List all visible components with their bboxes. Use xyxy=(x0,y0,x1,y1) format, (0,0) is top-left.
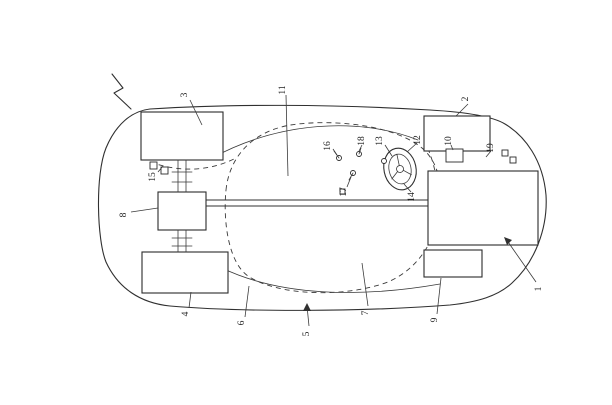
ref-numeral-19: 19 xyxy=(486,143,496,153)
leader-line-11 xyxy=(286,95,288,176)
ref-numeral-4: 4 xyxy=(181,311,191,316)
gearbox-unit xyxy=(158,192,206,230)
margin-squiggle xyxy=(112,74,131,109)
leader-line-6 xyxy=(245,286,249,317)
door-sensor-a xyxy=(502,150,508,156)
ref-numeral-17: 17 xyxy=(339,187,349,197)
small-connector-b xyxy=(161,167,168,174)
leader-line-16 xyxy=(333,149,337,155)
ref-numeral-18: 18 xyxy=(357,136,367,146)
leader-line-17 xyxy=(347,177,351,187)
wiring-harness-upper xyxy=(212,126,418,158)
leader-line-2 xyxy=(456,104,468,116)
ref-numeral-6: 6 xyxy=(237,320,247,325)
ref-numeral-16: 16 xyxy=(323,141,333,151)
steering-wheel-rim-inner xyxy=(386,152,414,186)
leader-line-7 xyxy=(362,263,368,306)
steering-wheel xyxy=(380,145,420,193)
ref-numeral-2: 2 xyxy=(461,96,471,101)
leader-line-14 xyxy=(404,184,411,192)
engine-block xyxy=(428,171,538,245)
steering-spoke-top xyxy=(397,154,399,165)
ref-numeral-3: 3 xyxy=(180,92,190,97)
sensor-glyph-5 xyxy=(382,159,387,164)
ref-numeral-10: 10 xyxy=(444,136,454,146)
leader-line-4 xyxy=(189,292,191,308)
ref-numeral-14: 14 xyxy=(407,192,417,202)
cabin-sensors xyxy=(334,148,387,194)
ref-numeral-13: 13 xyxy=(375,136,385,146)
ref-numeral-9: 9 xyxy=(430,317,440,322)
wiring-harness-lower xyxy=(222,268,440,292)
ref-numeral-11: 11 xyxy=(278,85,288,94)
component-box-rear-right xyxy=(424,250,482,277)
leader-line-8 xyxy=(131,208,158,212)
ref-numeral-5: 5 xyxy=(302,331,312,336)
leader-line-9 xyxy=(437,278,441,314)
steering-wheel-rim-outer xyxy=(380,145,420,193)
leader-arrowhead-5 xyxy=(303,303,311,311)
control-unit-small-box xyxy=(446,149,463,162)
component-box-front-right xyxy=(424,116,490,151)
ref-numeral-12: 12 xyxy=(413,135,423,145)
steering-spoke-right xyxy=(403,169,411,176)
ref-numeral-7: 7 xyxy=(361,310,371,315)
ref-numeral-1: 1 xyxy=(534,286,544,291)
ref-numeral-15: 15 xyxy=(148,172,158,182)
component-box-rear-left xyxy=(142,252,228,293)
ref-numeral-8: 8 xyxy=(119,212,129,217)
component-box-front-left xyxy=(141,112,223,160)
small-connector-a xyxy=(150,162,157,169)
door-sensor-b xyxy=(510,157,516,163)
